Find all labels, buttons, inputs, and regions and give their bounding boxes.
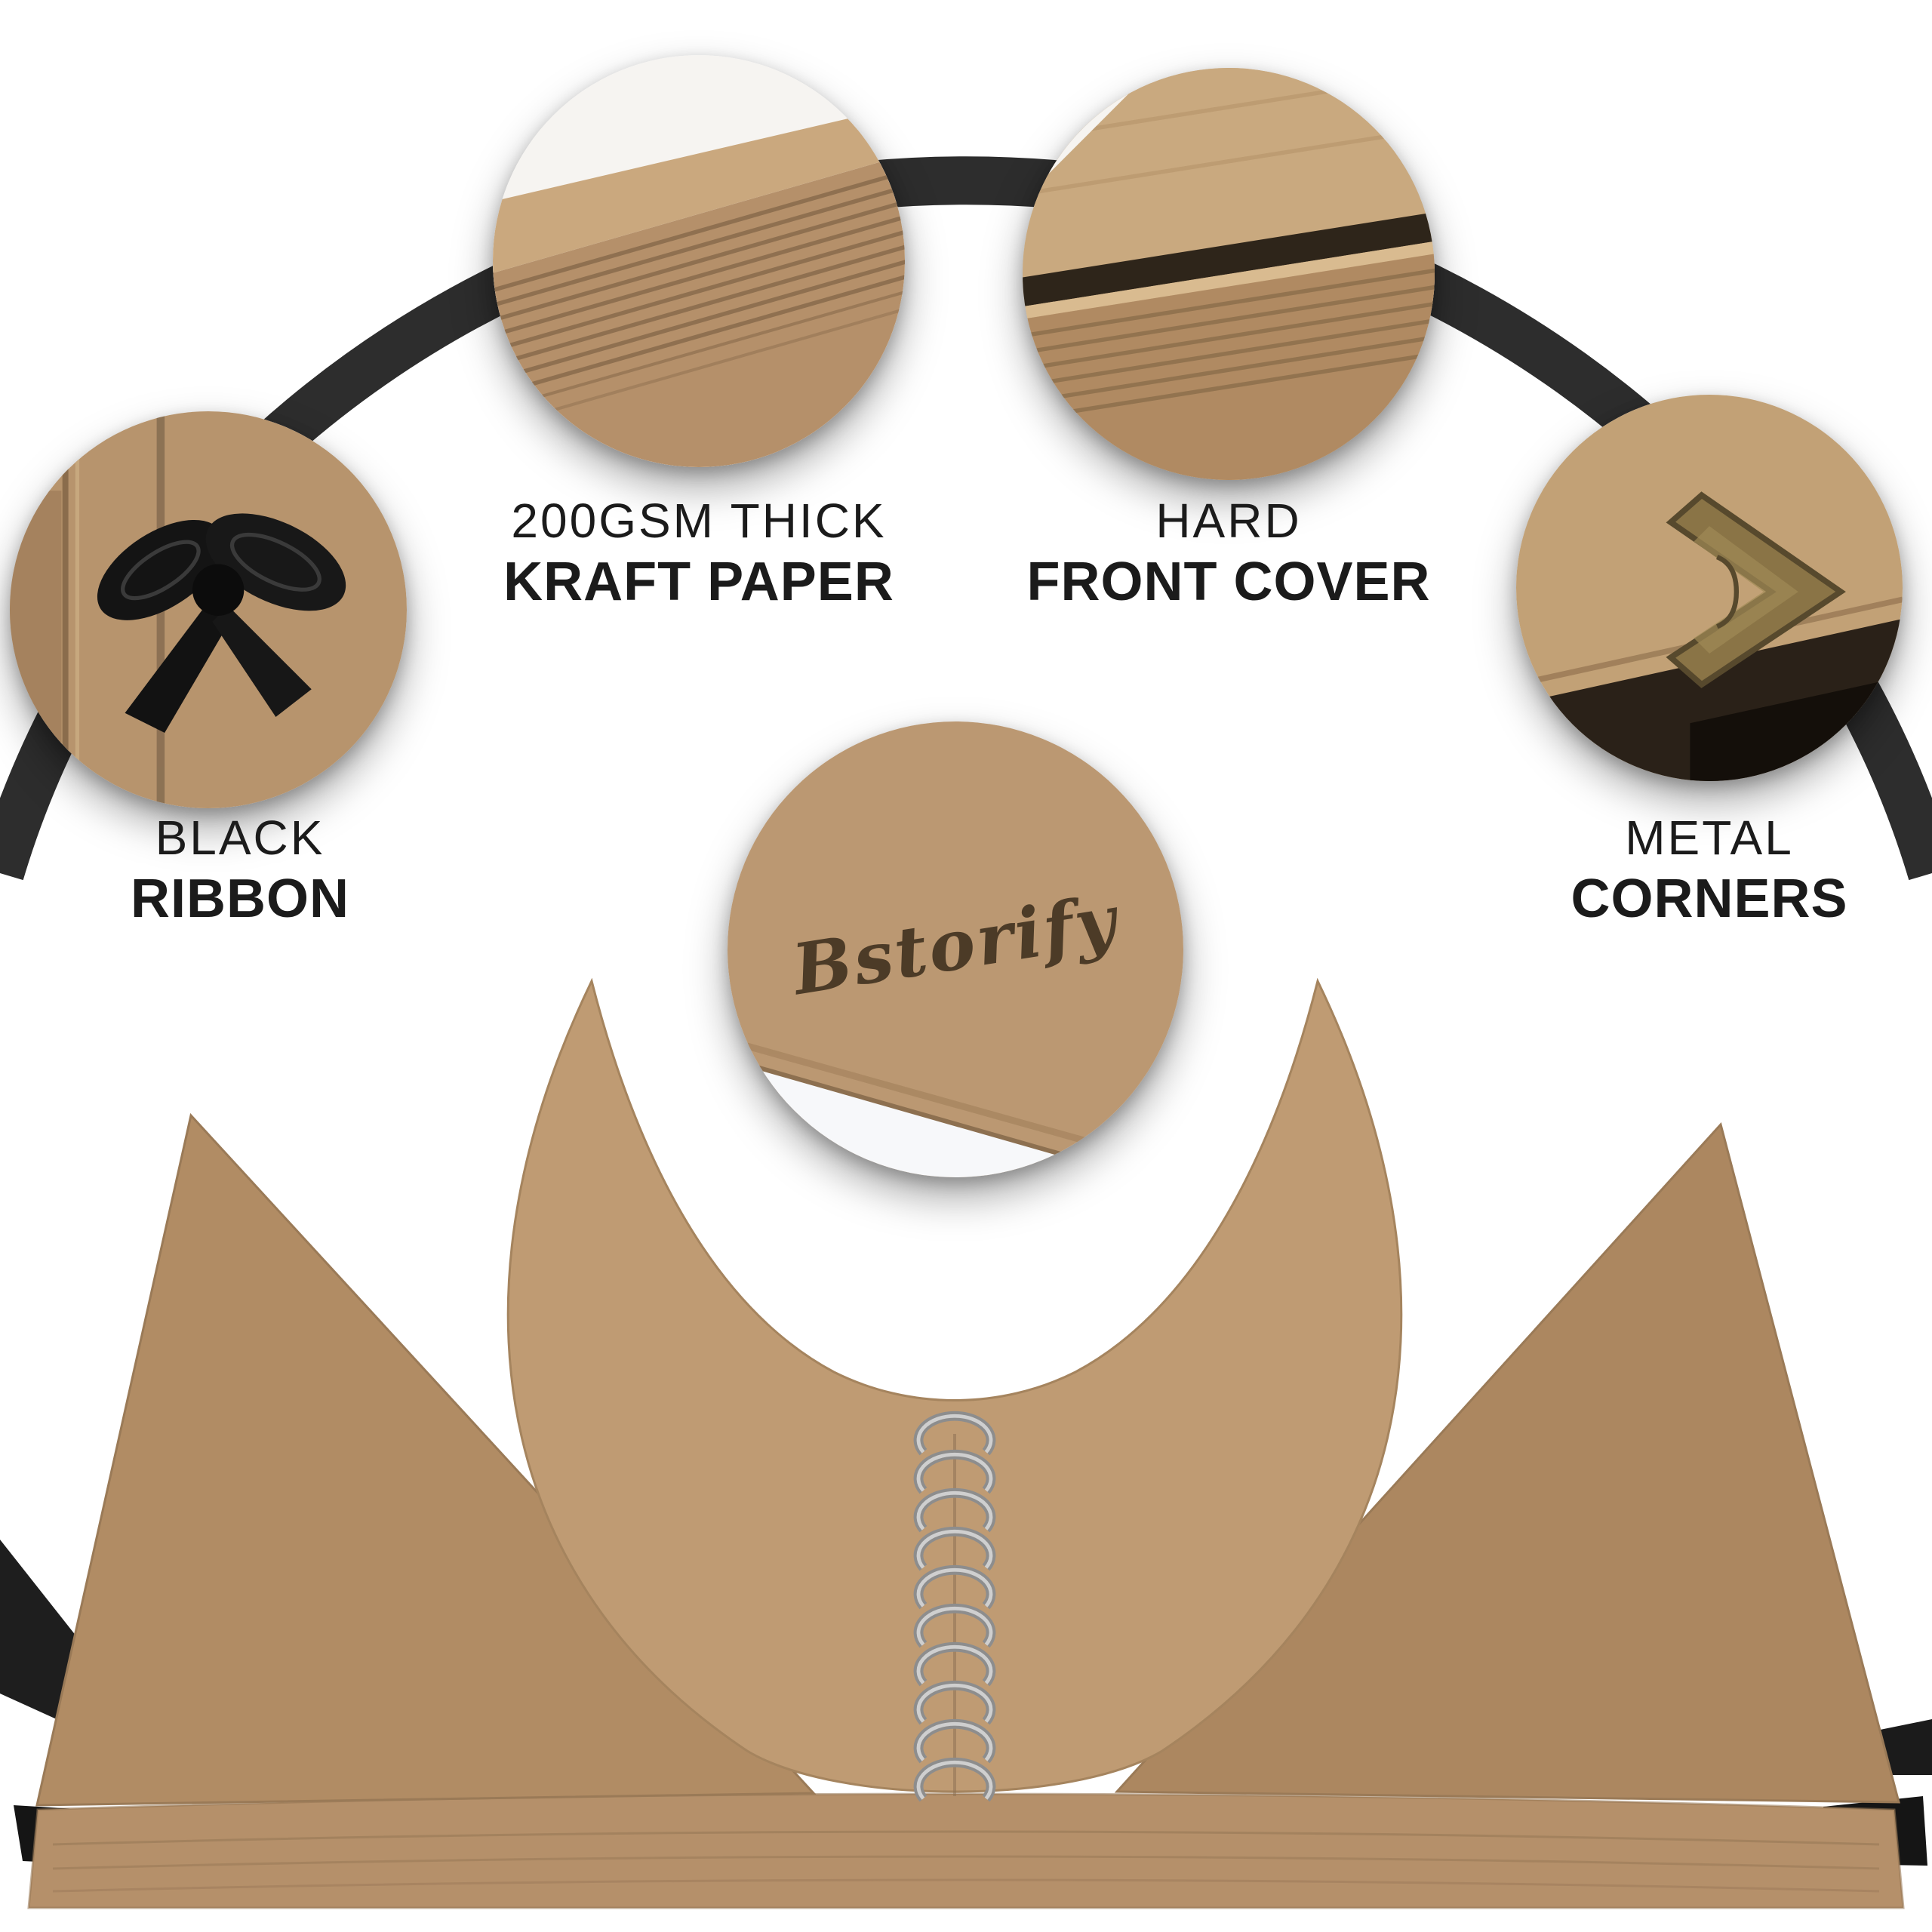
callout-line2: KRAFT PAPER	[503, 551, 894, 612]
callout-line1: 200GSM THICK	[511, 494, 887, 548]
bronze-corner	[1666, 491, 1846, 688]
feature-photo-black-ribbon	[10, 411, 407, 808]
kraft-paper-stack-photo	[493, 55, 905, 467]
page-stack-base	[27, 1792, 1905, 1909]
page-edge-line	[52, 1855, 1880, 1870]
open-scrapbook	[0, 977, 1932, 1909]
center-turning-page	[506, 977, 1403, 1793]
paper-stack	[493, 94, 905, 467]
cover-edge	[1023, 68, 1435, 480]
callout-line2: FRONT COVER	[1026, 551, 1431, 612]
callout-line2: RIBBON	[131, 868, 349, 929]
page-edge-line	[52, 1830, 1880, 1846]
spiral-binding	[918, 1416, 991, 1798]
callout-metal-corners: METAL CORNERS	[1483, 811, 1932, 929]
callout-line2: CORNERS	[1571, 868, 1848, 929]
callout-black-ribbon: BLACK RIBBON	[14, 811, 466, 929]
callout-line1: BLACK	[155, 811, 325, 865]
callout-line1: METAL	[1625, 811, 1794, 865]
embossed-brand-logo-photo	[728, 721, 1183, 1177]
ribbon-bow	[97, 513, 346, 734]
callout-line1: HARD	[1155, 494, 1302, 548]
metal-corner-photo	[1516, 395, 1903, 781]
feature-photo-kraft-paper	[493, 55, 905, 467]
hard-cover-edge-photo	[1023, 68, 1435, 480]
feature-photo-brand-logo: Bstorify	[728, 721, 1183, 1177]
callout-front-cover: HARD FRONT COVER	[957, 494, 1500, 612]
feature-photo-metal-corners	[1516, 395, 1903, 781]
right-fanned-page	[1114, 1121, 1900, 1804]
feature-photo-hard-cover	[1023, 68, 1435, 480]
black-ribbon-bow-photo	[10, 411, 407, 808]
page-edge-line	[52, 1878, 1880, 1893]
callout-kraft-paper: 200GSM THICK KRAFT PAPER	[427, 494, 971, 612]
